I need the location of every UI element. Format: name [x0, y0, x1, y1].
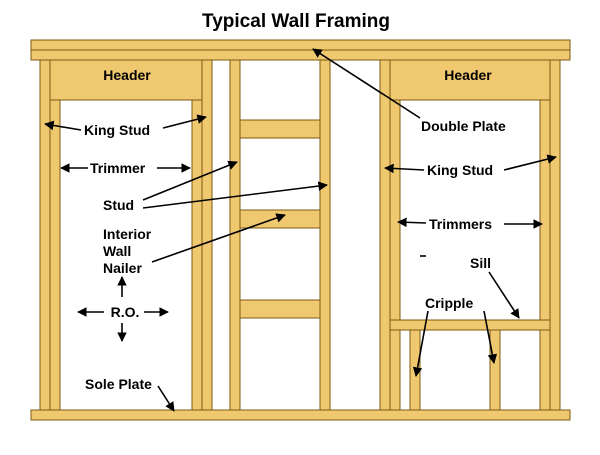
cripple-label: Cripple: [425, 295, 473, 311]
king-stud-left-pointer-a: [44, 120, 82, 131]
nailer-block-3: [239, 299, 321, 319]
header-left-block: [49, 59, 203, 101]
sole-plate-label: Sole Plate: [85, 376, 152, 392]
lumber: [30, 39, 571, 421]
king-stud-right-label: King Stud: [427, 162, 493, 178]
nailer-block-2: [239, 209, 321, 229]
nailer-label-line3: Nailer: [103, 260, 142, 276]
trimmer-label: Trimmer: [90, 160, 146, 176]
stud-pointer-a: [142, 160, 238, 201]
stud-middle-right: [319, 59, 331, 411]
nailer-label-line1: Interior: [103, 226, 152, 242]
stud-label: Stud: [103, 197, 134, 213]
ro-label: R.O.: [111, 304, 140, 320]
king-stud-right-pointer-b: [503, 154, 557, 171]
diagram-title: Typical Wall Framing: [202, 11, 390, 32]
trimmers-pointer-a: [397, 217, 427, 228]
cripple-stud-2: [489, 329, 501, 411]
double-plate-label: Double Plate: [421, 118, 506, 134]
sole-plate-pointer: [157, 385, 175, 412]
cripple-pointer-a: [412, 310, 429, 377]
sole-plate: [30, 409, 571, 421]
king-stud-right-outer: [379, 59, 391, 411]
sill-label: Sill: [470, 255, 491, 271]
sill-board: [389, 319, 551, 331]
header-left-label: Header: [103, 67, 151, 83]
double-plate-upper: [30, 39, 571, 51]
king-stud-left-pointer-b: [162, 114, 207, 129]
stud-middle-left: [229, 59, 241, 411]
trimmer-right-b: [539, 99, 551, 411]
king-stud-left-inner: [201, 59, 213, 411]
trimmer-right-a: [389, 99, 401, 411]
nailer-block-1: [239, 119, 321, 139]
trimmers-label: Trimmers: [429, 216, 492, 232]
king-stud-right-inner: [549, 59, 561, 411]
stud-pointer-b: [142, 181, 328, 209]
double-plate-lower: [30, 49, 571, 61]
labels: Header Header Double Plate King Stud Tri…: [84, 67, 506, 392]
cripple-pointer-b: [483, 310, 498, 364]
header-right-block: [389, 59, 551, 101]
trimmer-left-b: [191, 99, 203, 411]
king-stud-left-outer: [39, 59, 51, 411]
king-stud-right-pointer-a: [384, 163, 425, 174]
double-plate-pointer: [312, 48, 421, 119]
pointers: [44, 48, 557, 412]
trimmer-left-a: [49, 99, 61, 411]
sill-pointer: [488, 271, 520, 319]
nailer-label-line2: Wall: [103, 243, 131, 259]
header-right-label: Header: [444, 67, 492, 83]
cripple-stud-1: [409, 329, 421, 411]
king-stud-left-label: King Stud: [84, 122, 150, 138]
nailer-pointer: [151, 213, 286, 263]
